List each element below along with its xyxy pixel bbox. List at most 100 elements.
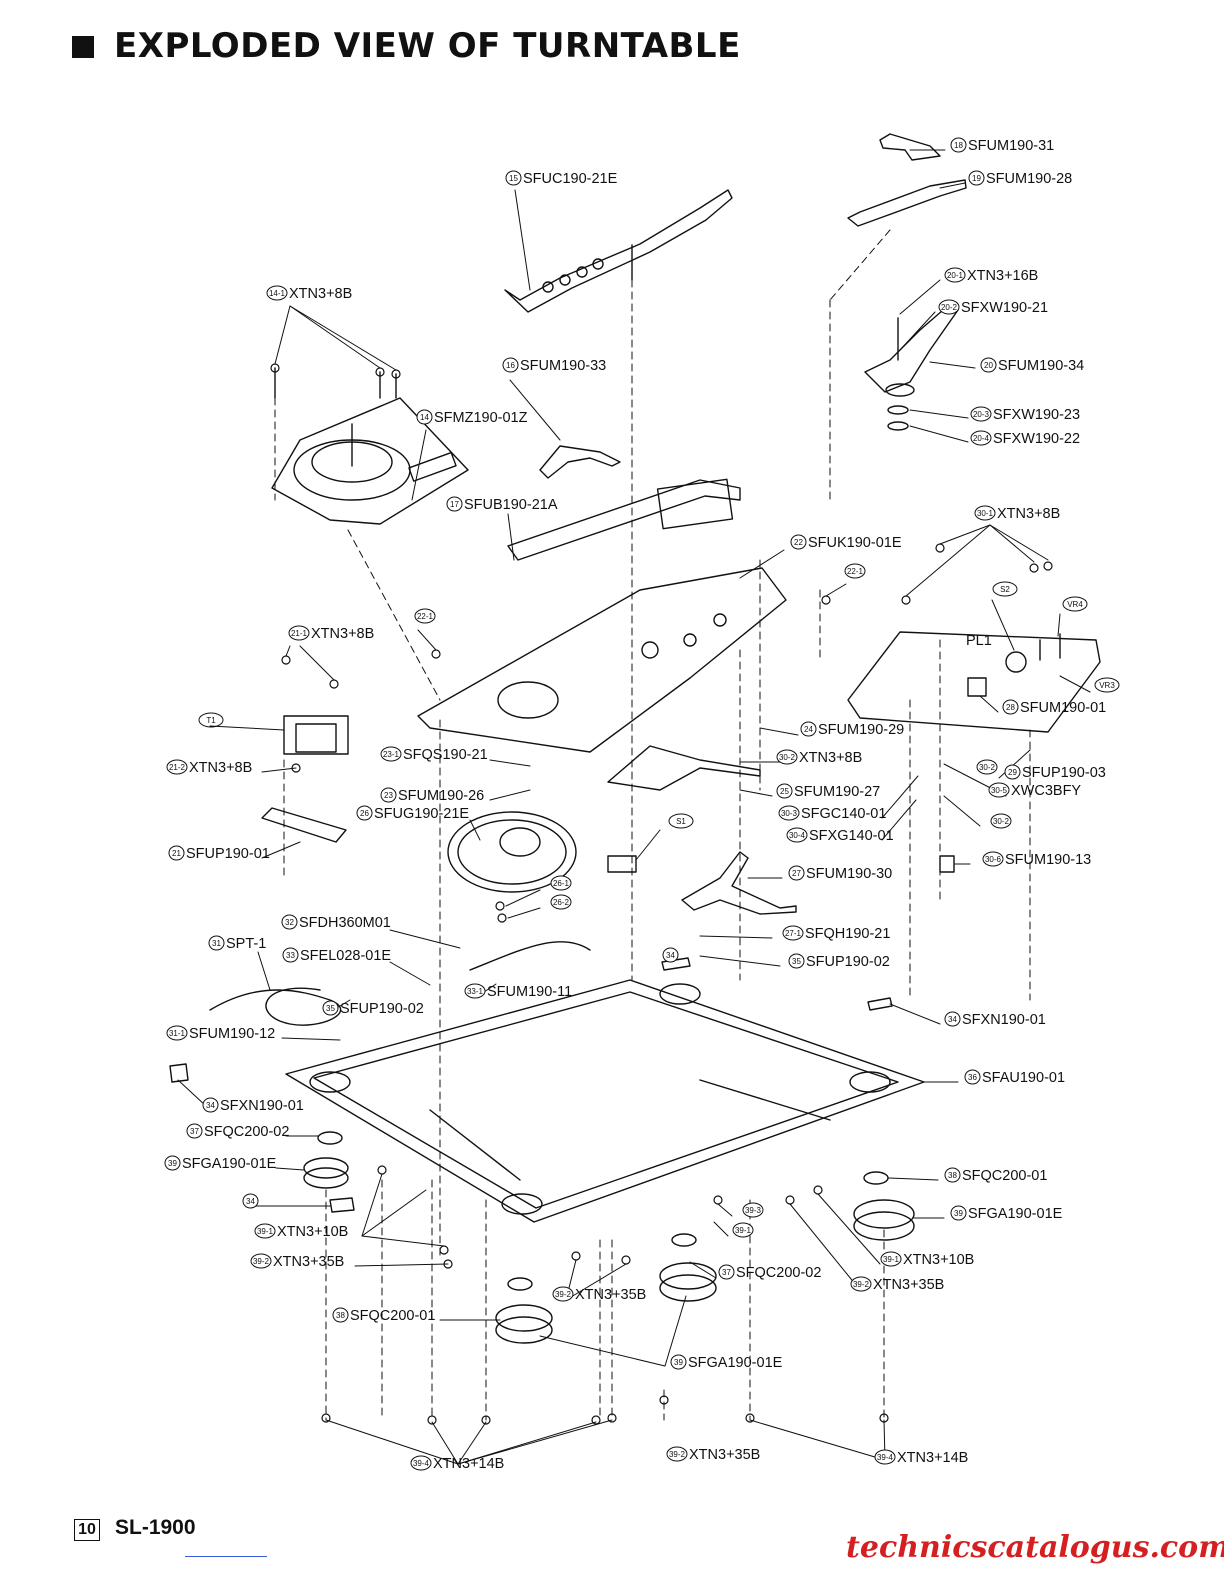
- ref-circle: [414, 608, 436, 624]
- ref-circle: [356, 805, 373, 821]
- part-code: SFXN190-01: [962, 1012, 1046, 1028]
- part-callout: 22-1: [844, 563, 866, 579]
- page-title: EXPLODED VIEW OF TURNTABLE: [114, 26, 741, 66]
- ref-number: 39-3: [745, 1206, 762, 1215]
- part-callout: 39-1: [732, 1222, 754, 1238]
- ref-number: 35: [792, 957, 801, 966]
- part-code: XTN3+35B: [689, 1447, 760, 1463]
- ref-circle: [776, 783, 793, 799]
- part-code: SFXW190-23: [993, 407, 1080, 423]
- part-code: XTN3+14B: [897, 1450, 968, 1466]
- part-callout: 30-2: [976, 759, 998, 775]
- ref-number: VR3: [1099, 681, 1115, 690]
- ref-circle: [281, 914, 298, 930]
- ref-circle: [380, 787, 397, 803]
- ref-number: 22-1: [417, 612, 434, 621]
- ref-number: 20-2: [941, 303, 958, 312]
- part-code: SFUP190-01: [186, 846, 270, 862]
- ref-circle: [164, 1155, 181, 1171]
- ref-circle: [550, 875, 572, 891]
- ref-number: 15: [509, 174, 518, 183]
- ref-number: 27: [792, 869, 801, 878]
- part-code: SFUM190-12: [189, 1026, 275, 1042]
- part-code: SPT-1: [226, 936, 266, 952]
- ref-number: 16: [506, 361, 515, 370]
- ref-circle: [1002, 699, 1019, 715]
- parts-drawing: [169, 133, 1101, 1465]
- part-code: SFUM190-34: [998, 358, 1084, 374]
- ref-number: 23: [384, 791, 393, 800]
- ref-number: 18: [954, 141, 963, 150]
- part-callout: 18 SFUM190-31: [950, 137, 1054, 154]
- ref-number: 39-1: [883, 1255, 900, 1264]
- ref-number: 26: [360, 809, 369, 818]
- ref-circle: [208, 935, 225, 951]
- ref-number: 14-1: [269, 289, 286, 298]
- ref-circle: [410, 1455, 432, 1471]
- part-code: XTN3+10B: [277, 1224, 348, 1240]
- part-code: XTN3+8B: [799, 750, 862, 766]
- part-code: SFXW190-21: [961, 300, 1048, 316]
- ref-circle: [950, 137, 967, 153]
- ref-number: 33: [286, 951, 295, 960]
- part-callout: 26-2: [550, 894, 572, 910]
- ref-number: 34: [246, 1197, 255, 1206]
- part-callout: 26-1: [550, 875, 572, 891]
- ref-number: 37: [190, 1127, 199, 1136]
- ref-number: 29: [1008, 768, 1017, 777]
- part-callout: T1: [198, 712, 224, 728]
- ref-circle: [782, 925, 804, 941]
- ref-circle: [944, 1011, 961, 1027]
- ref-circle: [198, 712, 224, 728]
- ref-circle: [250, 1253, 272, 1269]
- ref-circle: [670, 1354, 687, 1370]
- ref-circle: [550, 894, 572, 910]
- part-code: SFUK190-01E: [808, 535, 902, 551]
- part-code: SFUM190-31: [968, 138, 1054, 154]
- ref-circle: [288, 625, 310, 641]
- ref-number: 38: [336, 1311, 345, 1320]
- ref-number: 39-4: [877, 1453, 894, 1462]
- part-callout: PL1: [966, 633, 992, 649]
- ref-circle: [1004, 764, 1021, 780]
- part-code: SFUM190-33: [520, 358, 606, 374]
- ref-circle: [788, 953, 805, 969]
- ref-number: 35: [326, 1004, 335, 1013]
- part-code: SFXN190-01: [220, 1098, 304, 1114]
- ref-circle: [970, 430, 992, 446]
- ref-circle: [552, 1286, 574, 1302]
- ref-number: 30-4: [789, 831, 806, 840]
- ref-circle: [970, 406, 992, 422]
- ref-number: 26-1: [553, 879, 570, 888]
- ref-circle: [168, 845, 185, 861]
- part-code: SFXW190-22: [993, 431, 1080, 447]
- ref-circle: [668, 813, 694, 829]
- ref-circle: [938, 299, 960, 315]
- part-code: SFUP190-02: [806, 954, 890, 970]
- ref-number: 39: [954, 1209, 963, 1218]
- ref-circle: [944, 1167, 961, 1183]
- part-code: SFGA190-01E: [688, 1355, 783, 1371]
- footer-rule: [185, 1556, 267, 1557]
- part-code: XTN3+8B: [189, 760, 252, 776]
- ref-number: 39-2: [555, 1290, 572, 1299]
